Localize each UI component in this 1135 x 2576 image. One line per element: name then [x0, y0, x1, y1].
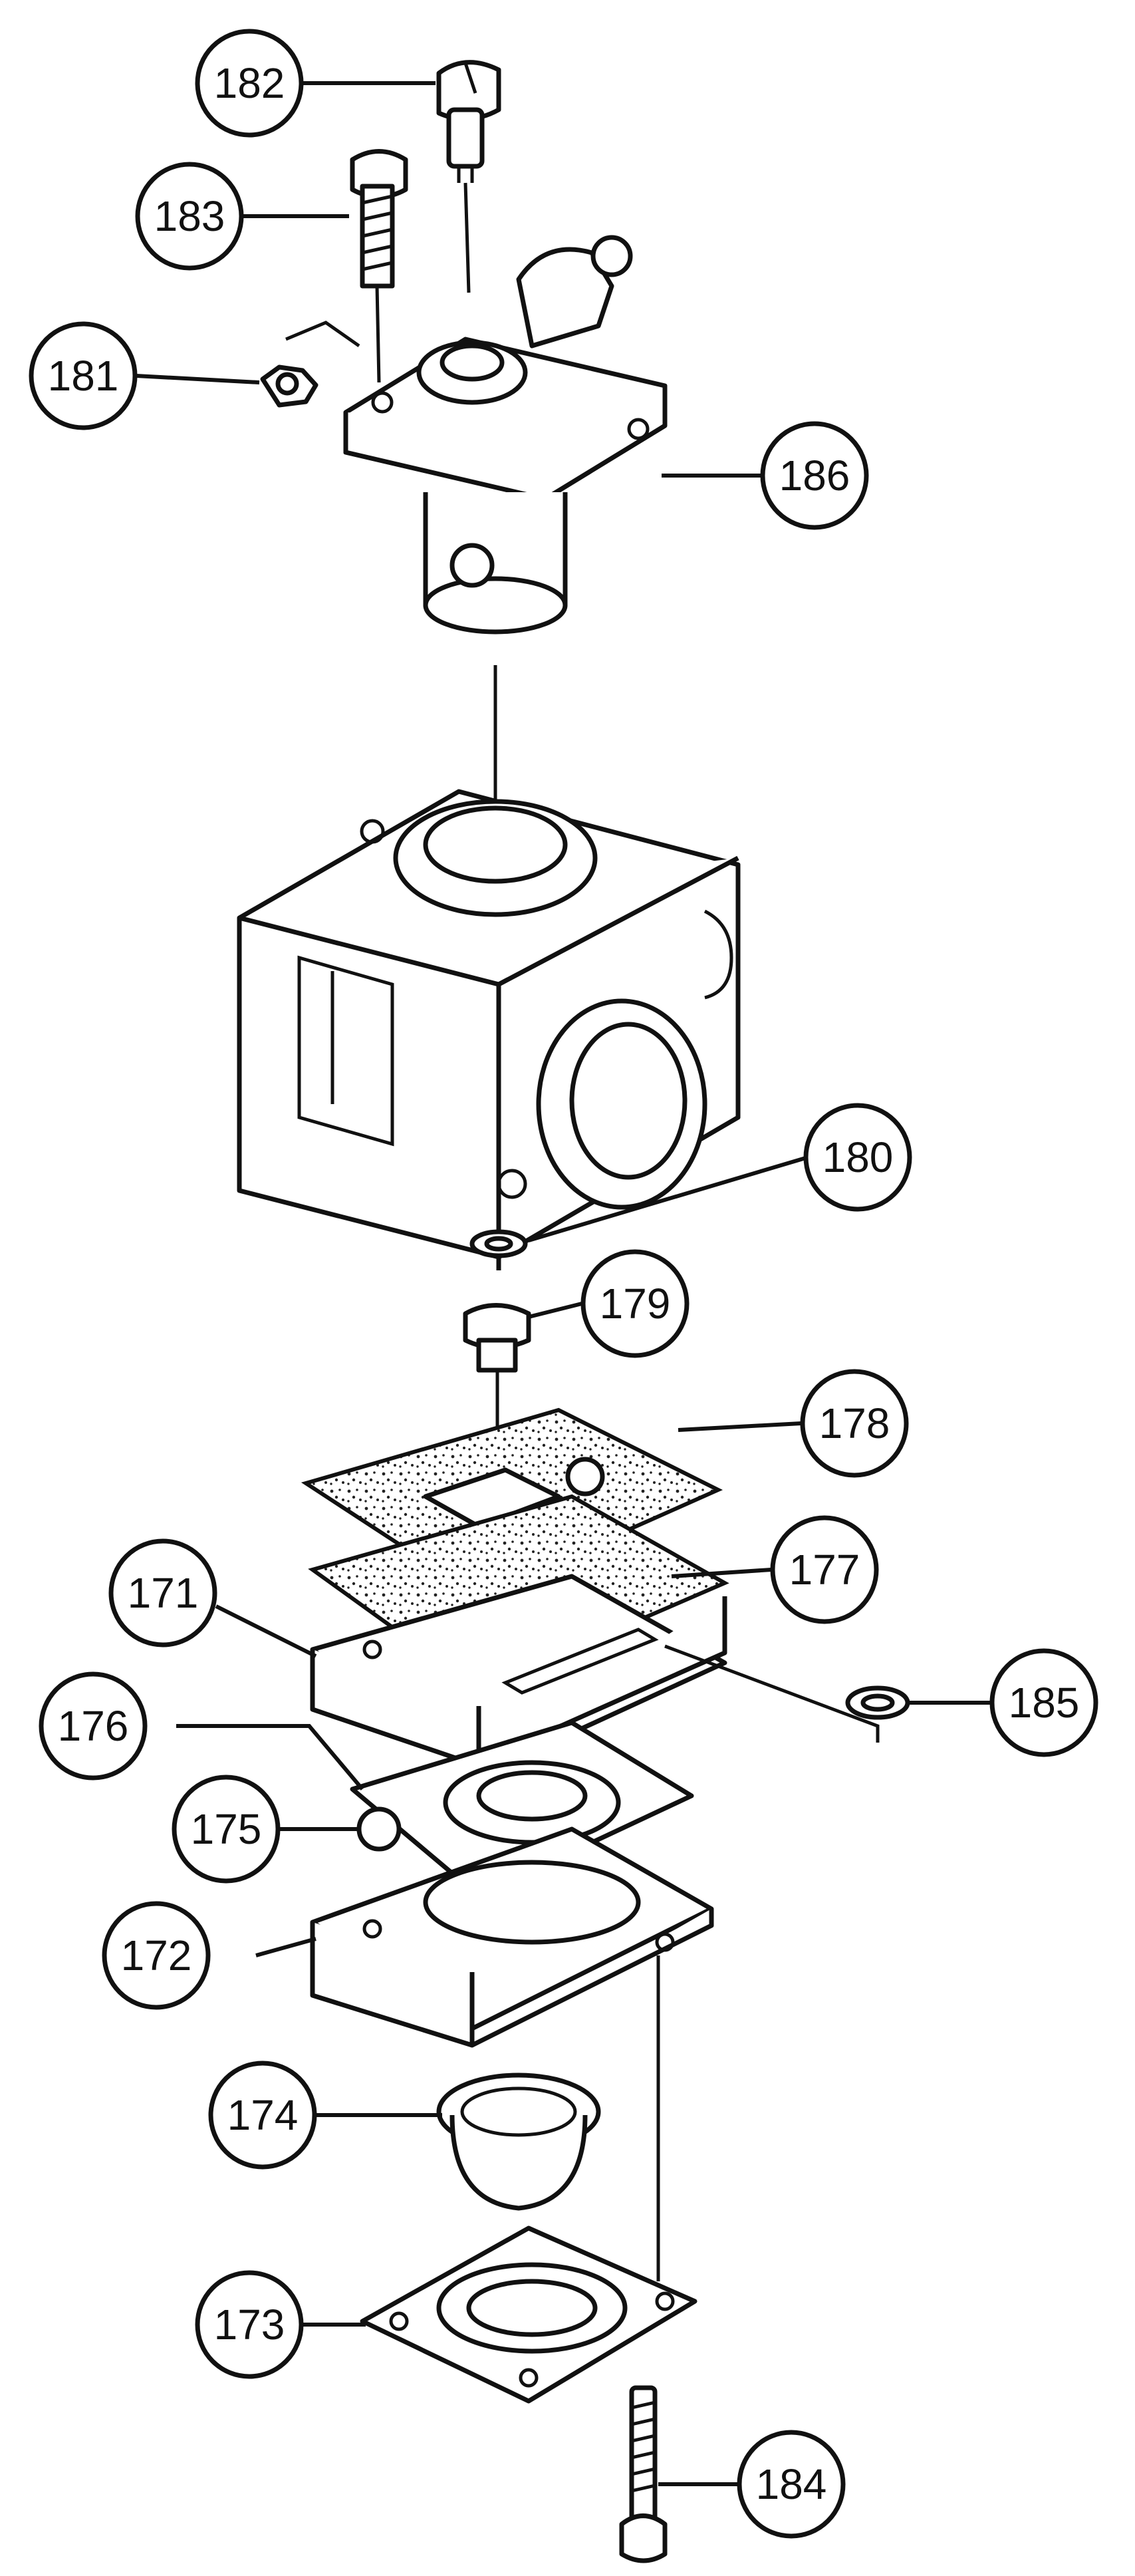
part-183-bolt	[350, 149, 408, 383]
callout-182: 182	[195, 29, 304, 138]
callout-176: 176	[39, 1671, 148, 1781]
callout-173: 173	[195, 2270, 304, 2379]
callout-181: 181	[29, 321, 138, 430]
part-185-filter	[664, 1644, 910, 1743]
part-173-cover	[360, 2225, 697, 2404]
part-184-screw	[619, 2385, 668, 2563]
callout-label: 186	[779, 452, 850, 500]
callout-174: 174	[208, 2061, 317, 2170]
part-174-cup	[436, 2073, 601, 2211]
callout-label: 176	[58, 1702, 129, 1750]
callout-label: 172	[121, 1932, 192, 1979]
part-182-screw	[436, 60, 501, 293]
callout-177: 177	[770, 1515, 879, 1624]
callout-178: 178	[800, 1369, 909, 1478]
callout-171: 171	[108, 1538, 217, 1647]
callout-label: 180	[822, 1133, 894, 1181]
callout-label: 178	[819, 1399, 890, 1447]
callout-label: 175	[191, 1805, 262, 1853]
part-180-washer	[469, 1229, 528, 1258]
callout-184: 184	[737, 2430, 846, 2539]
leader-lines	[136, 81, 991, 2486]
callout-label: 185	[1009, 1679, 1080, 1727]
part-176-175-metering	[350, 1720, 694, 1898]
callout-179: 179	[580, 1249, 690, 1358]
callout-172: 172	[102, 1901, 211, 2010]
callout-label: 181	[48, 352, 119, 400]
callout-180: 180	[803, 1103, 912, 1212]
callout-label: 174	[227, 2091, 299, 2139]
callout-label: 183	[154, 192, 225, 240]
part-186-upper-body	[343, 235, 668, 818]
part-172-lower-body	[310, 1826, 714, 2281]
callout-label: 173	[214, 2301, 285, 2349]
callout-label: 182	[214, 59, 285, 107]
carburetor-main-body	[237, 789, 741, 1270]
callout-label: 171	[128, 1569, 199, 1617]
part-181-nut	[260, 321, 360, 408]
callout-label: 179	[600, 1280, 671, 1328]
callout-185: 185	[989, 1648, 1098, 1757]
callout-175: 175	[172, 1775, 281, 1884]
callout-label: 184	[756, 2460, 827, 2508]
callout-186: 186	[760, 421, 869, 530]
callout-label: 177	[789, 1546, 860, 1594]
callout-183: 183	[135, 162, 244, 271]
